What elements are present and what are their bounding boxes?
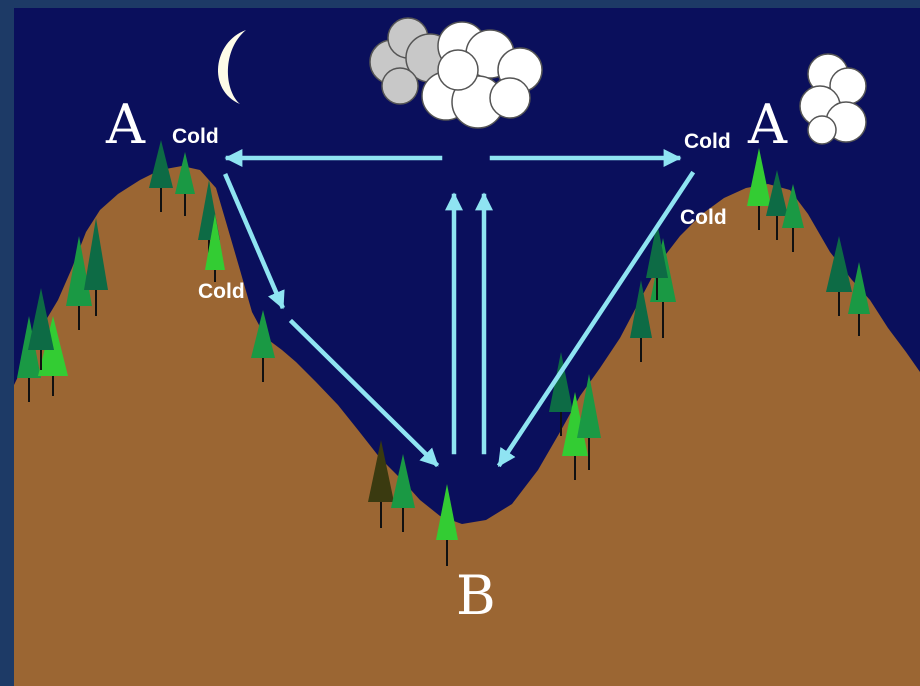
- cold-label-slope-right: Cold: [680, 206, 727, 229]
- label-b: B: [456, 564, 496, 627]
- cold-label-top-right: Cold: [684, 130, 731, 153]
- label-a-right: A: [747, 93, 788, 156]
- label-a-left: A: [105, 93, 146, 156]
- cold-label-top-left: Cold: [172, 125, 219, 148]
- cold-label-slope-left: Cold: [198, 280, 245, 303]
